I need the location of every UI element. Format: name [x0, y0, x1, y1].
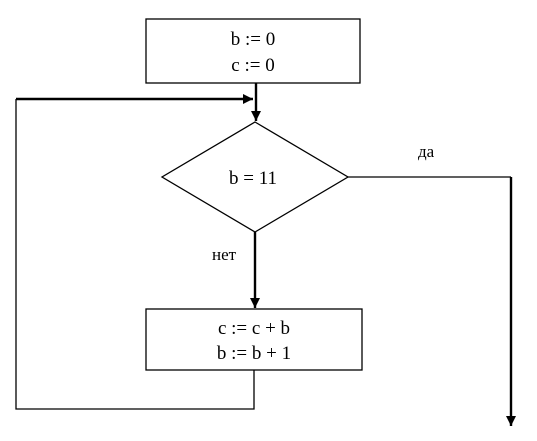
init-line-2: c := 0 [231, 55, 274, 76]
condition-text: b = 11 [229, 168, 277, 189]
edge-loop-back [15, 99, 255, 410]
body-block [145, 308, 363, 371]
body-line-2: b := b + 1 [217, 343, 291, 364]
init-line-1: b := 0 [231, 29, 276, 50]
body-line-1: c := c + b [218, 318, 290, 339]
label-yes: да [418, 142, 435, 161]
init-block [145, 18, 361, 84]
label-no: нет [212, 245, 237, 264]
